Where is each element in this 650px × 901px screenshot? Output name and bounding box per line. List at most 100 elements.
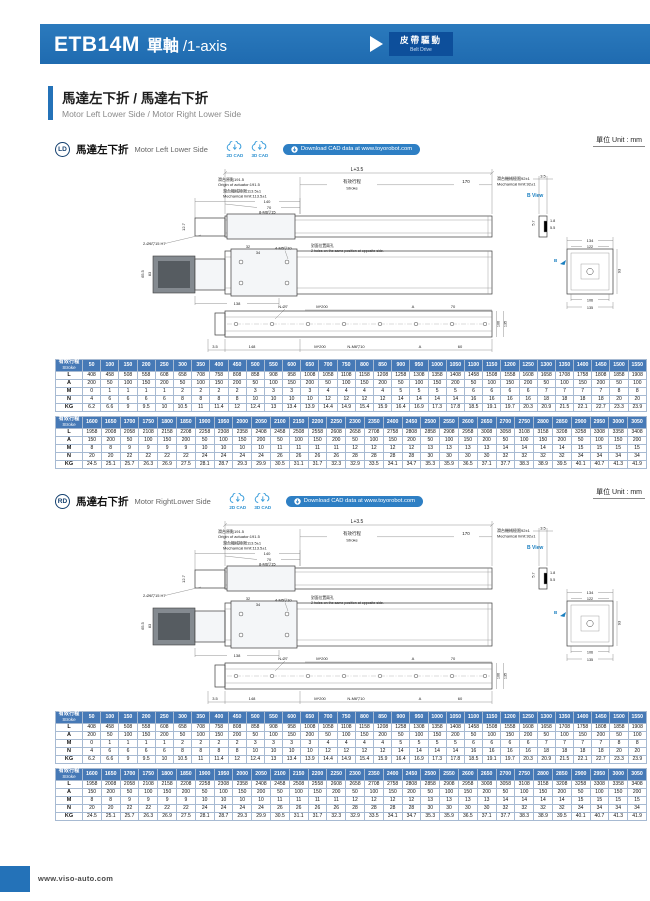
stroke-col-header: 1900 <box>194 768 215 781</box>
stroke-col-header: 2500 <box>420 768 441 781</box>
data-cell: 31.7 <box>307 460 328 469</box>
data-cell: 200 <box>551 788 572 797</box>
download-cad-button[interactable]: Download CAD data at www.toyorobot.com <box>285 495 423 507</box>
data-cell: 1308 <box>409 723 429 732</box>
data-cell: 2 <box>172 739 193 748</box>
data-cell: 10 <box>251 796 271 805</box>
data-cell: 3408 <box>627 428 647 437</box>
data-cell: 1658 <box>536 723 556 732</box>
stroke-col-header: 1450 <box>591 359 611 372</box>
data-cell: 15 <box>570 444 591 453</box>
cad-2d-link[interactable]: 2D CAD <box>229 492 247 510</box>
data-cell: 508 <box>118 371 138 380</box>
data-cell: 12 <box>336 747 356 756</box>
stroke-col-header: 400 <box>209 359 229 372</box>
stroke-col-header: 2500 <box>420 416 441 429</box>
data-cell: 3208 <box>551 428 572 437</box>
data-cell: 200 <box>154 379 174 388</box>
data-cell: 11 <box>191 755 211 764</box>
data-cell: 10 <box>213 444 234 453</box>
data-cell: 3358 <box>608 428 629 437</box>
data-cell: 8 <box>172 395 193 404</box>
data-cell: 50 <box>245 731 265 740</box>
data-cell: 24 <box>194 452 215 461</box>
data-cell: 31.7 <box>307 812 328 821</box>
data-cell: 12.4 <box>245 755 265 764</box>
data-cell: 8 <box>191 395 211 404</box>
data-cell: 15 <box>589 444 610 453</box>
stroke-col-header: 1800 <box>157 416 177 429</box>
data-cell: 26 <box>288 804 309 813</box>
data-cell: 908 <box>263 371 284 380</box>
data-cell: 458 <box>100 723 120 732</box>
cad-2d-link[interactable]: 2D CAD <box>226 140 244 158</box>
data-cell: 1 <box>100 387 120 396</box>
download-cad-button[interactable]: Download CAD data at www.toyorobot.com <box>282 143 421 155</box>
stroke-col-header: 650 <box>300 711 320 724</box>
data-cell: 958 <box>282 371 302 380</box>
stroke-col-header: 3000 <box>608 416 629 429</box>
stroke-col-header: 2900 <box>570 768 591 781</box>
stroke-col-header: 1350 <box>554 359 575 372</box>
data-cell: 150 <box>282 731 302 740</box>
data-cell: 24 <box>251 452 271 461</box>
data-cell: 9 <box>118 755 138 764</box>
data-cell: 24 <box>213 452 234 461</box>
stroke-col-header: 2850 <box>551 416 572 429</box>
data-cell: 200 <box>227 379 247 388</box>
drive-label-en: Belt Drive <box>410 47 432 53</box>
data-cell: 3308 <box>589 428 610 437</box>
data-cell: 150 <box>136 379 156 388</box>
data-cell: 12 <box>354 747 375 756</box>
data-cell: 200 <box>154 731 174 740</box>
stroke-col-header: 2100 <box>269 416 290 429</box>
data-cell: 200 <box>372 731 393 740</box>
data-cell: 38.3 <box>514 460 535 469</box>
data-cell: 1 <box>136 387 156 396</box>
cad-3d-label: 3D CAD <box>251 152 269 158</box>
data-cell: 26 <box>269 452 290 461</box>
data-cell: 25.7 <box>119 460 140 469</box>
data-cell: 19.7 <box>500 755 520 764</box>
data-cell: 3108 <box>514 428 535 437</box>
data-cell: 1958 <box>82 780 102 789</box>
stroke-col-header: 2350 <box>363 416 384 429</box>
data-cell: 20 <box>609 747 629 756</box>
stroke-col-header: 850 <box>372 711 393 724</box>
data-cell: 8 <box>100 444 121 453</box>
data-cell: 200 <box>326 436 347 445</box>
stroke-col-header: 150 <box>118 359 138 372</box>
data-cell: 10 <box>154 755 174 764</box>
stroke-col-header: 1300 <box>536 711 556 724</box>
data-cell: 20 <box>609 395 629 404</box>
data-cell: 14 <box>495 796 516 805</box>
origin-label-en: Origin of actuator:191.5 <box>218 534 261 539</box>
data-cell: 758 <box>209 723 229 732</box>
data-cell: 4 <box>354 387 375 396</box>
data-cell: 34 <box>608 804 629 813</box>
data-cell: 5 <box>427 387 447 396</box>
dim-label: 5.5 <box>550 226 555 230</box>
data-cell: 100 <box>336 379 356 388</box>
data-cell: 100 <box>627 379 648 388</box>
data-cell: 50 <box>119 436 140 445</box>
data-cell: 37.1 <box>476 460 497 469</box>
data-cell: 28 <box>363 804 384 813</box>
data-cell: 2 <box>209 739 229 748</box>
data-cell: 13 <box>457 444 478 453</box>
row-label: A <box>55 436 83 445</box>
cad-3d-link[interactable]: 3D CAD <box>251 140 269 158</box>
cad-3d-link[interactable]: 3D CAD <box>254 492 272 510</box>
origin-label-cn: 滑台原點191.5 <box>218 176 245 182</box>
stroke-col-header: 2600 <box>457 768 478 781</box>
data-cell: 28 <box>382 804 403 813</box>
data-cell: 7 <box>554 739 575 748</box>
stroke-col-header: 600 <box>282 359 302 372</box>
data-cell: 6 <box>154 395 174 404</box>
